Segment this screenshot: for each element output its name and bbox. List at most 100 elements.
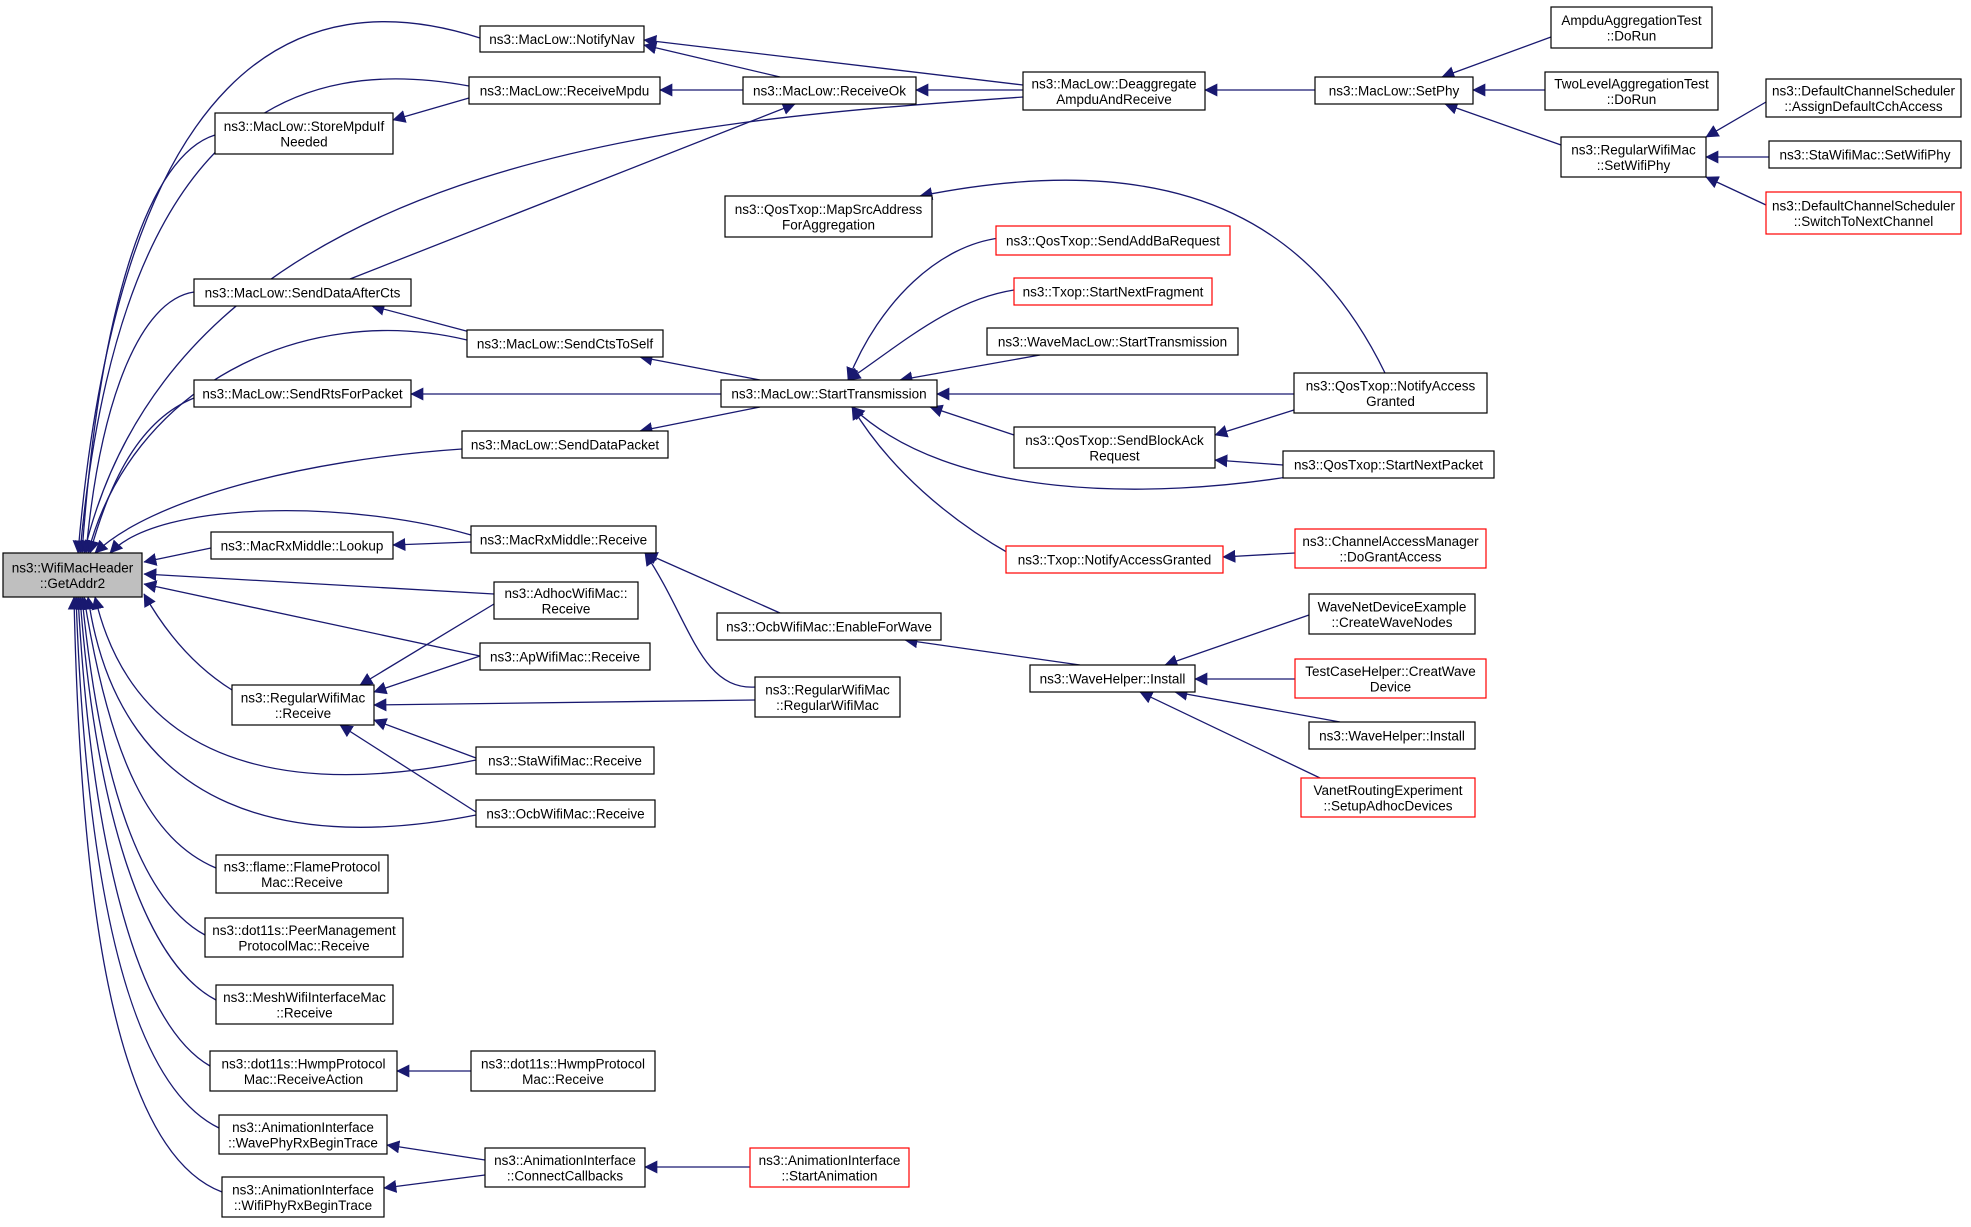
node-lookup[interactable]: ns3::MacRxMiddle::Lookup [210, 531, 394, 560]
node-sendRts[interactable]: ns3::MacLow::SendRtsForPacket [193, 379, 412, 408]
node-box [1022, 71, 1206, 111]
node-label-line: ns3::AnimationInterface [494, 1153, 636, 1168]
call-edge-startTx-to-sendCtsToSelf [639, 352, 761, 381]
node-adhocReceive[interactable]: ns3::AdhocWifiMac::Receive [493, 581, 639, 620]
node-enableForWave[interactable]: ns3::OcbWifiMac::EnableForWave [716, 612, 942, 641]
node-ampduTest[interactable]: AmpduAggregationTest::DoRun [1550, 6, 1713, 49]
node-label-line: TwoLevelAggregationTest [1554, 76, 1709, 91]
node-vanetRouting[interactable]: VanetRoutingExperiment::SetupAdhocDevice… [1300, 777, 1476, 818]
node-staReceive[interactable]: ns3::StaWifiMac::Receive [475, 746, 655, 775]
node-box [484, 1147, 646, 1188]
node-meshReceive[interactable]: ns3::MeshWifiInterfaceMac::Receive [215, 984, 394, 1025]
node-wifiRxTrace[interactable]: ns3::AnimationInterface::WifiPhyRxBeginT… [221, 1176, 385, 1218]
node-switchChannel[interactable]: ns3::DefaultChannelScheduler::SwitchToNe… [1765, 191, 1962, 235]
node-assignCch[interactable]: ns3::DefaultChannelScheduler::AssignDefa… [1765, 78, 1962, 118]
node-label-line: AmpduAndReceive [1056, 92, 1172, 107]
node-box [1314, 76, 1474, 105]
call-edge-staReceive-to-regularReceive [373, 718, 477, 759]
call-edge-sendDataPacket-to-root [94, 448, 463, 554]
node-txopNotify[interactable]: ns3::Txop::NotifyAccessGranted [1005, 545, 1224, 574]
node-label-line: ns3::ApWifiMac::Receive [490, 650, 640, 665]
node-waveHelperInstall2[interactable]: ns3::WaveHelper::Install [1308, 721, 1476, 750]
node-label-line: ns3::WaveHelper::Install [1040, 672, 1186, 687]
node-rxMiddleReceive[interactable]: ns3::MacRxMiddle::Receive [470, 525, 657, 554]
node-setPhy[interactable]: ns3::MacLow::SetPhy [1314, 76, 1474, 105]
node-sendDataPacket[interactable]: ns3::MacLow::SendDataPacket [461, 430, 669, 459]
node-label-line: ns3::WaveMacLow::StartTransmission [998, 335, 1227, 350]
node-label-line: TestCaseHelper::CreatWave [1305, 664, 1476, 679]
node-box [749, 1147, 910, 1188]
node-apReceive[interactable]: ns3::ApWifiMac::Receive [479, 642, 651, 671]
node-label-line: ns3::QosTxop::SendBlockAck [1025, 433, 1204, 448]
node-receiveOk[interactable]: ns3::MacLow::ReceiveOk [742, 76, 917, 105]
node-box [1768, 140, 1962, 169]
node-waveHelperInstall[interactable]: ns3::WaveHelper::Install [1029, 664, 1196, 693]
node-sendDataAfterCts[interactable]: ns3::MacLow::SendDataAfterCts [193, 278, 412, 307]
call-edge-deaggregate-to-root [80, 96, 1024, 554]
call-edge-sendBlockAck-to-startTx [929, 404, 1015, 436]
node-regularReceive[interactable]: ns3::RegularWifiMac::Receive [231, 684, 375, 726]
call-edge-connectCallbacks-to-waveRxTrace [386, 1140, 486, 1161]
node-regularCtor[interactable]: ns3::RegularWifiMac::RegularWifiMac [754, 676, 901, 718]
node-label-line: ns3::dot11s::HwmpProtocol [221, 1056, 385, 1071]
node-staSetWifiPhy[interactable]: ns3::StaWifiMac::SetWifiPhy [1768, 140, 1962, 169]
node-startAnimation[interactable]: ns3::AnimationInterface::StartAnimation [749, 1147, 910, 1188]
node-startTx[interactable]: ns3::MacLow::StartTransmission [720, 379, 938, 408]
node-peerReceive[interactable]: ns3::dot11s::PeerManagementProtocolMac::… [204, 917, 404, 958]
node-label-line: ns3::AnimationInterface [759, 1153, 901, 1168]
call-edge-waveRxTrace-to-root [69, 596, 220, 1129]
node-twoLevelTest[interactable]: TwoLevelAggregationTest::DoRun [1544, 71, 1719, 111]
node-root[interactable]: ns3::WifiMacHeader::GetAddr2 [2, 552, 143, 598]
node-startNextFrag[interactable]: ns3::Txop::StartNextFragment [1013, 277, 1213, 306]
node-label-line: ns3::StaWifiMac::Receive [488, 754, 642, 769]
node-receiveMpdu[interactable]: ns3::MacLow::ReceiveMpdu [468, 76, 661, 105]
node-waveStartTx[interactable]: ns3::WaveMacLow::StartTransmission [986, 327, 1239, 356]
node-label-line: WaveNetDeviceExample [1318, 599, 1467, 614]
node-notifyAccessGranted[interactable]: ns3::QosTxop::NotifyAccessGranted [1293, 372, 1488, 414]
node-label-line: ns3::MacLow::Deaggregate [1031, 76, 1196, 91]
node-label-line: ns3::QosTxop::MapSrcAddress [735, 202, 923, 217]
node-waveNetDevice[interactable]: WaveNetDeviceExample::CreateWaveNodes [1308, 593, 1476, 635]
call-edge-regularCtor-to-rxMiddleReceive [644, 552, 756, 688]
node-notifyNav[interactable]: ns3::MacLow::NotifyNav [479, 25, 645, 53]
node-label-line: ns3::WifiMacHeader [12, 560, 134, 575]
node-setWifiPhy[interactable]: ns3::RegularWifiMac::SetWifiPhy [1560, 136, 1707, 178]
node-startNextPacket[interactable]: ns3::QosTxop::StartNextPacket [1282, 450, 1495, 479]
node-label-line: ns3::StaWifiMac::SetWifiPhy [1779, 148, 1950, 163]
node-sendAddBa[interactable]: ns3::QosTxop::SendAddBaRequest [995, 225, 1231, 256]
node-label-line: Mac::Receive [261, 875, 343, 890]
node-ocbReceive[interactable]: ns3::OcbWifiMac::Receive [475, 799, 656, 828]
node-connectCallbacks[interactable]: ns3::AnimationInterface::ConnectCallback… [484, 1147, 646, 1188]
call-edge-notifyAccessGranted-to-mapSrc [919, 179, 1386, 374]
node-hwmpReceiveAction[interactable]: ns3::dot11s::HwmpProtocolMac::ReceiveAct… [209, 1050, 398, 1092]
node-label-line: ns3::MacLow::SendDataPacket [471, 438, 660, 453]
call-edge-vanetRouting-to-waveHelperInstall [1139, 691, 1321, 779]
node-waveRxTrace[interactable]: ns3::AnimationInterface::WavePhyRxBeginT… [218, 1114, 388, 1155]
call-edge-sendDataAfterCts-to-root [80, 291, 195, 554]
call-edge-notifyAccessGranted-to-sendBlockAck [1214, 409, 1295, 438]
call-edge-setWifiPhy-to-setPhy [1444, 101, 1562, 146]
node-label-line: ns3::MacRxMiddle::Receive [480, 533, 647, 548]
call-edge-doGrantAccess-to-txopNotify [1222, 549, 1296, 563]
call-edge-enableForWave-to-rxMiddleReceive [644, 552, 781, 614]
node-box [1293, 372, 1488, 414]
node-label-line: ::CreateWaveNodes [1331, 615, 1452, 630]
call-edge-lookup-to-root [143, 547, 212, 566]
node-mapSrc[interactable]: ns3::QosTxop::MapSrcAddressForAggregatio… [724, 195, 933, 238]
node-box [479, 25, 645, 53]
call-edge-assignCch-to-setWifiPhy [1705, 101, 1767, 138]
node-doGrantAccess[interactable]: ns3::ChannelAccessManager::DoGrantAccess [1294, 528, 1487, 569]
node-box [461, 430, 669, 459]
node-label-line: ::SetupAdhocDevices [1323, 798, 1452, 813]
node-box [1308, 593, 1476, 635]
node-label-line: ns3::MacLow::StartTransmission [731, 387, 926, 402]
call-edge-adhocReceive-to-root [143, 568, 495, 595]
node-label-line: ::WifiPhyRxBeginTrace [234, 1198, 372, 1213]
node-sendCtsToSelf[interactable]: ns3::MacLow::SendCtsToSelf [466, 329, 664, 358]
